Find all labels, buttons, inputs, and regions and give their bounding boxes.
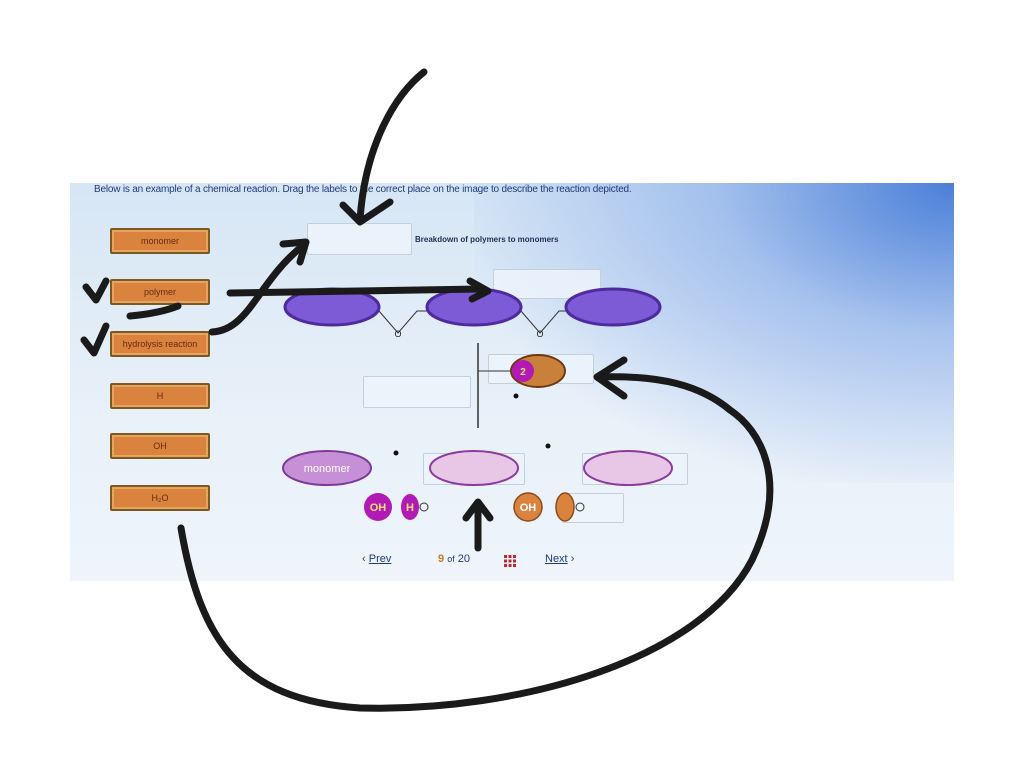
dot	[545, 443, 551, 449]
page-indicator: 9 of 20	[438, 553, 470, 565]
prev-label: Prev	[368, 553, 392, 565]
prev-button[interactable]: ‹ Prev	[362, 553, 391, 565]
product-group-3: OH	[520, 502, 537, 514]
polymer-unit-3	[564, 287, 662, 327]
small-bond-circle	[419, 502, 429, 512]
label-monomer[interactable]: monomer	[110, 228, 210, 254]
product-h-orange	[555, 492, 575, 522]
product-group-1: OH	[370, 502, 387, 514]
monomer-3	[583, 450, 673, 486]
activity-screen: Below is an example of a chemical reacti…	[70, 183, 954, 581]
current-page: 9	[438, 553, 445, 565]
bond-oxygen-2: O	[536, 329, 543, 339]
product-group-2: H	[406, 502, 414, 514]
small-bond-circle	[575, 502, 585, 512]
dot	[393, 450, 399, 456]
total-pages: 20	[457, 553, 471, 565]
grid-icon[interactable]	[504, 555, 516, 567]
dot	[513, 393, 519, 399]
monomer-2	[429, 450, 519, 486]
drop-target-process[interactable]	[307, 223, 412, 255]
chevron-left-icon: ‹	[362, 553, 366, 565]
reactant-number: 2	[520, 367, 526, 378]
chevron-right-icon: ›	[570, 553, 575, 565]
diagram-caption: Breakdown of polymers to monomers	[415, 235, 559, 244]
label-hydrolysis-reaction[interactable]: hydrolysis reaction	[110, 331, 210, 357]
bond-line-2	[520, 310, 566, 334]
reaction-diagram: O O 2 monomer OH H OH	[282, 287, 673, 522]
bond-oxygen-1: O	[394, 329, 401, 339]
bond-line-1	[378, 310, 427, 334]
monomer-1-label: monomer	[304, 463, 351, 475]
next-label: Next	[545, 553, 568, 565]
polymer-unit-1	[283, 287, 381, 327]
next-button[interactable]: Next ›	[545, 553, 574, 565]
of-text: of	[447, 554, 455, 564]
polymer-unit-2	[425, 287, 523, 327]
